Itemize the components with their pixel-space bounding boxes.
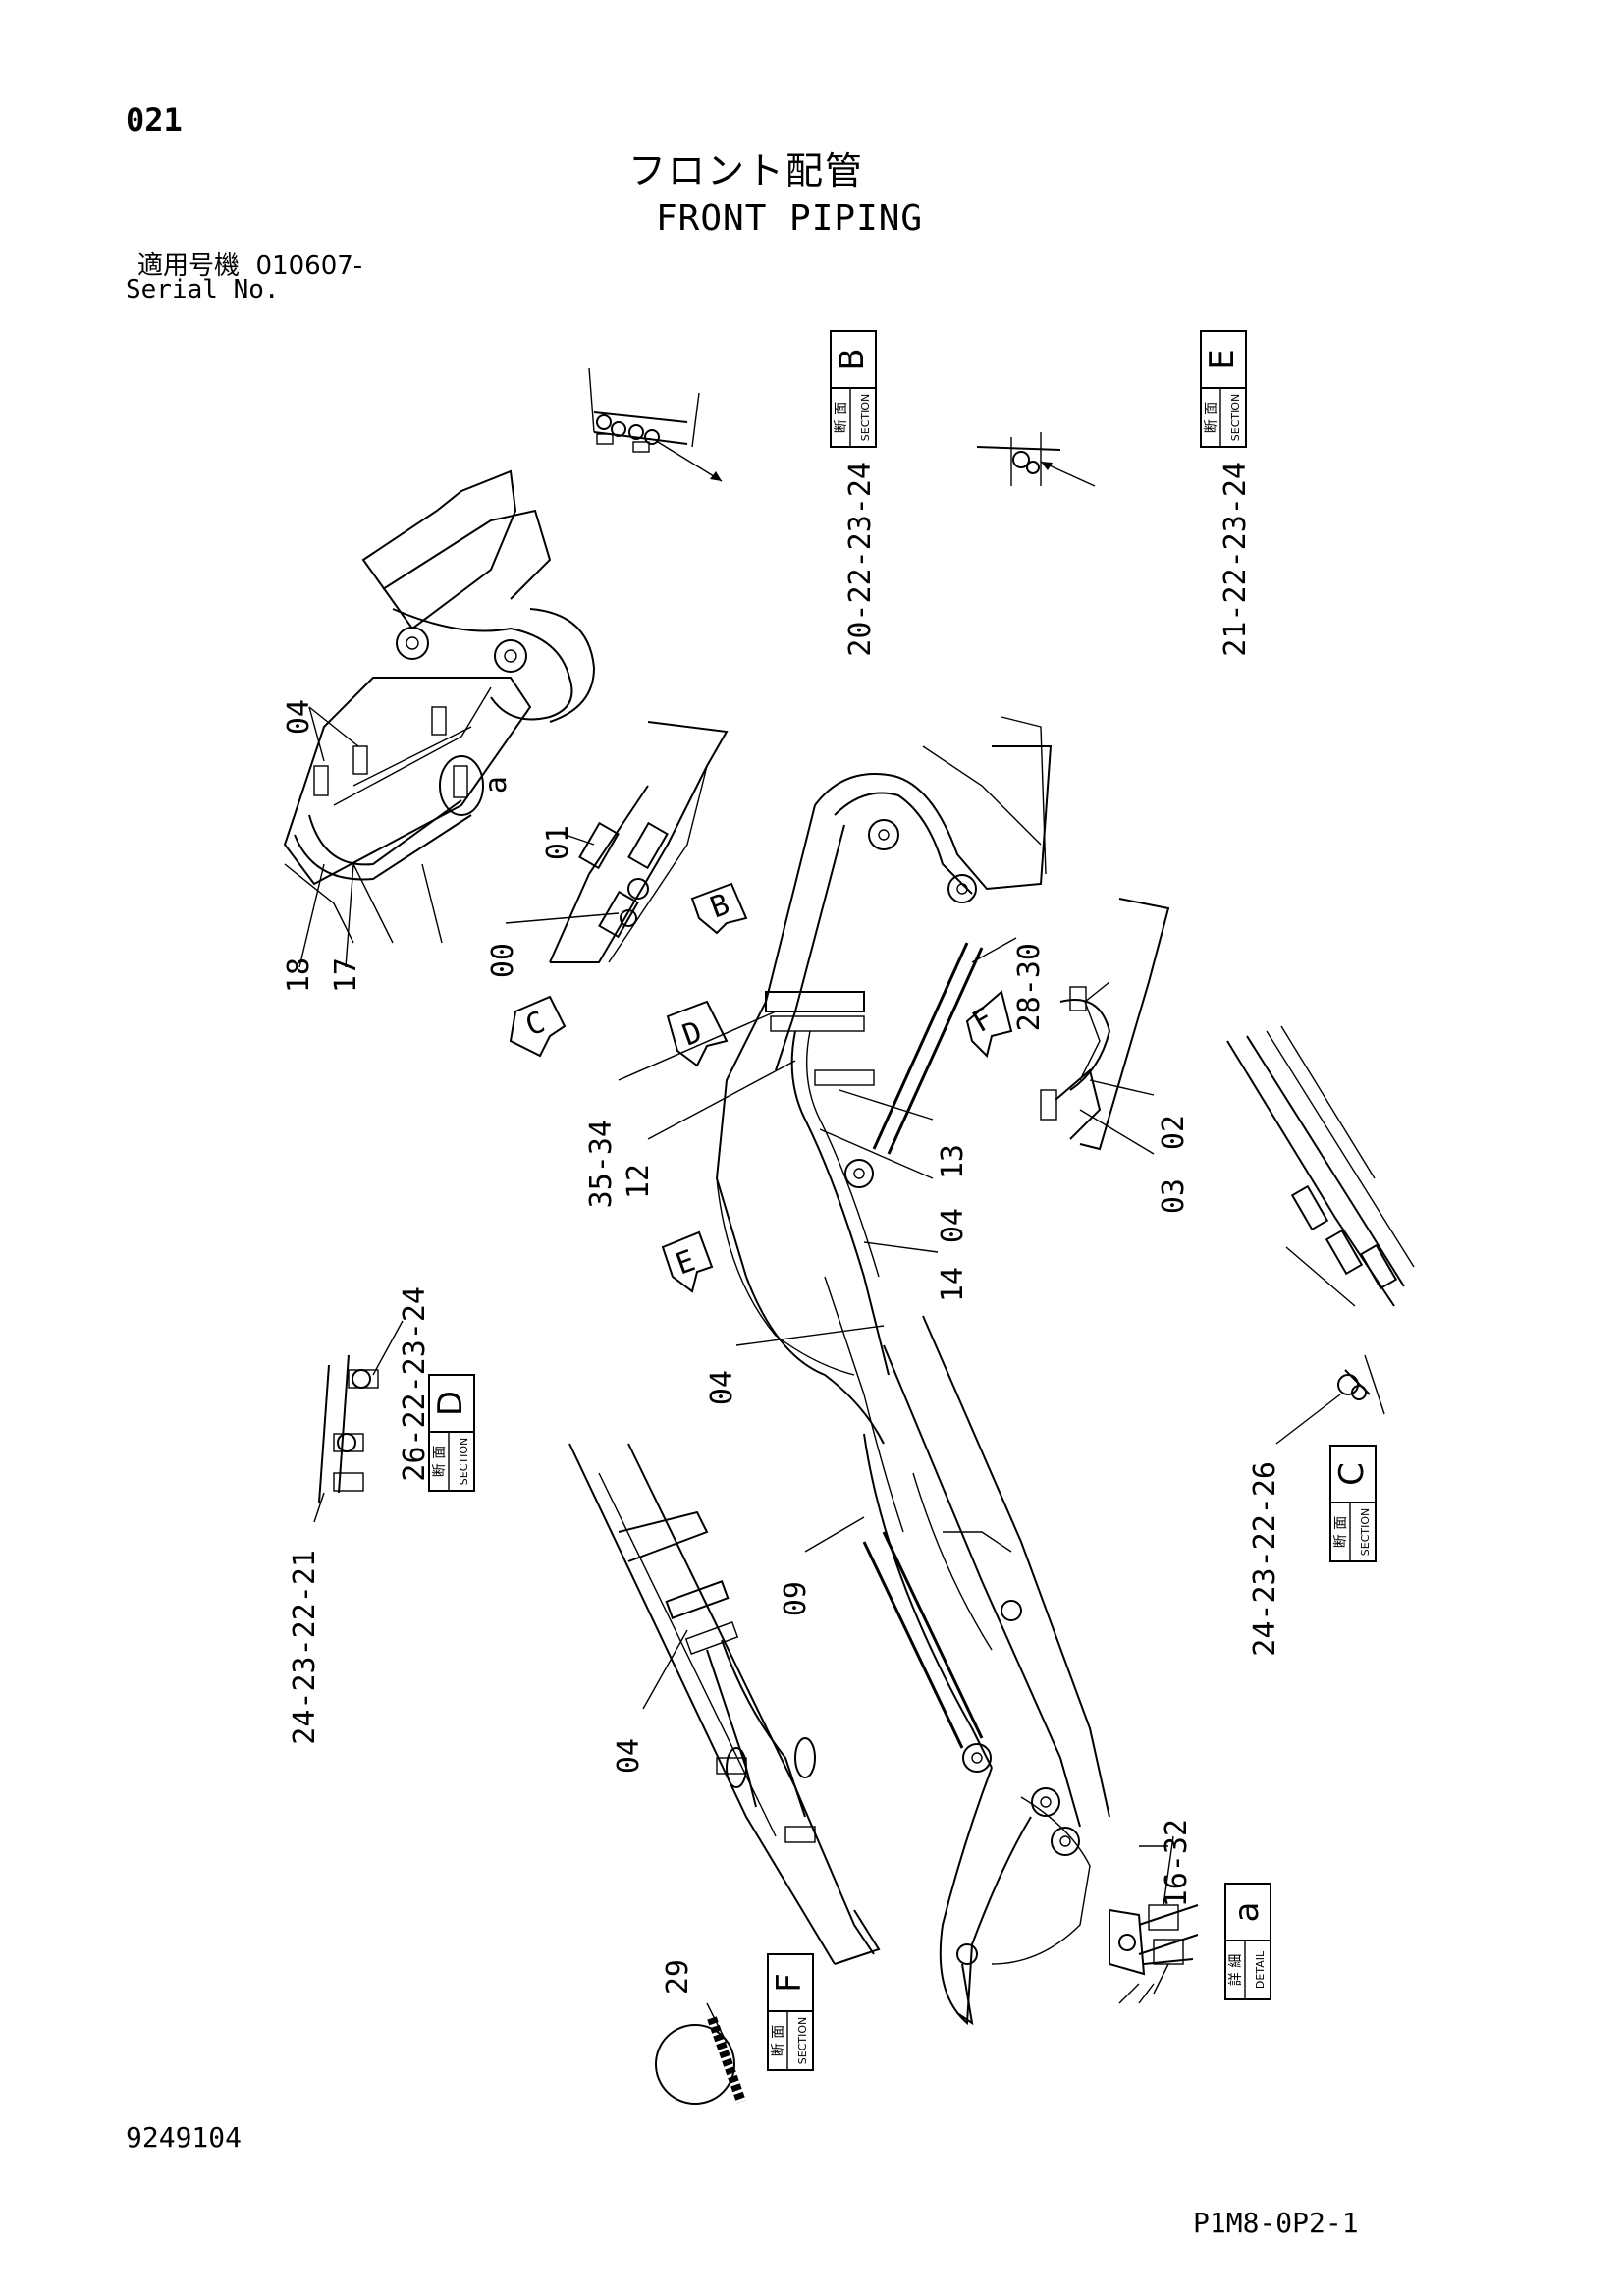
section-c-jp: 断 面 — [1333, 1516, 1349, 1548]
section-e-letter: E — [1203, 349, 1242, 369]
page-code: P1M8-0P2-1 — [1193, 2207, 1359, 2239]
detail-marker-a: a — [479, 776, 514, 793]
detail-a-en: DETAIL — [1254, 1950, 1267, 1989]
view-arrow-c — [509, 995, 567, 1058]
callout-04-mid: 04 — [936, 1208, 970, 1243]
callout-04-lower: 04 — [705, 1370, 739, 1405]
section-c-letter: C — [1332, 1462, 1372, 1486]
callout-section-b: 20-22-23-24 — [843, 462, 878, 657]
section-b-letter: B — [833, 348, 872, 370]
view-arrow-b — [690, 882, 748, 935]
callout-00: 00 — [486, 943, 520, 978]
page-number: 021 — [126, 101, 183, 138]
boom-upper-view: 04 18 17 a — [282, 469, 596, 993]
section-d-jp: 断 面 — [432, 1446, 448, 1477]
detail-a-jp: 詳 細 — [1228, 1954, 1244, 1986]
view-arrow-e-label: E — [672, 1243, 700, 1282]
callout-14: 14 — [936, 1267, 970, 1302]
section-d: D 断 面 SECTION 26-22-23-24 24-23-22-21 — [288, 1286, 475, 1745]
title-japanese: フロント配管 — [628, 149, 865, 192]
serial-label-en: Serial No. — [126, 275, 280, 304]
callout-01: 01 — [541, 825, 575, 860]
section-f: F 断 面 SECTION 29 — [655, 1953, 814, 2105]
serial-label-jp: 適用号機 — [137, 251, 241, 281]
callout-12: 12 — [622, 1164, 656, 1199]
callout-02: 02 — [1157, 1115, 1191, 1150]
view-arrow-b-label: B — [706, 887, 734, 925]
view-arrow-c-label: C — [521, 1005, 550, 1043]
callout-13: 13 — [936, 1144, 970, 1179]
section-d-en: SECTION — [458, 1438, 470, 1485]
document-number: 9249104 — [126, 2121, 243, 2154]
section-c-en: SECTION — [1359, 1508, 1372, 1556]
arm-hose-run — [1226, 1025, 1415, 1307]
callout-35-34: 35-34 — [584, 1120, 619, 1208]
detail-a-letter: a — [1227, 1902, 1267, 1923]
callout-section-c: 24-23-22-26 — [1248, 1461, 1282, 1657]
callout-04-left: 04 — [612, 1738, 646, 1774]
view-arrow-d — [666, 1000, 729, 1067]
serial-value: 010607- — [255, 251, 363, 281]
callout-section-d-top: 26-22-23-24 — [398, 1286, 432, 1482]
section-f-en: SECTION — [796, 2017, 809, 2064]
section-f-jp: 断 面 — [771, 2025, 786, 2056]
callout-09: 09 — [779, 1581, 813, 1616]
arm-top-detail: 01 00 B C — [486, 721, 748, 1058]
view-arrow-f-label: F — [967, 1002, 1000, 1040]
arm-lower-detail: 04 — [568, 1443, 881, 1965]
section-d-letter: D — [431, 1391, 470, 1416]
section-b-en: SECTION — [859, 394, 872, 441]
section-e-jp: 断 面 — [1204, 402, 1219, 433]
callout-18: 18 — [282, 957, 316, 993]
main-boom-arm: D F E 28-30 35-34 12 13 04 14 04 09 — [584, 716, 1110, 2026]
title-english: FRONT PIPING — [656, 198, 924, 239]
callout-section-e: 21-22-23-24 — [1218, 462, 1253, 657]
section-c: C 断 面 SECTION 24-23-22-26 — [1248, 1354, 1385, 1657]
callout-03: 03 — [1157, 1178, 1191, 1214]
detail-a: a 詳 細 DETAIL 16-32 — [1109, 1819, 1271, 2004]
view-arrow-e — [661, 1230, 714, 1293]
section-e: E 断 面 SECTION 21-22-23-24 — [976, 330, 1253, 657]
bracket-detail: 02 03 — [1040, 898, 1191, 1214]
callout-section-d-bottom: 24-23-22-21 — [288, 1550, 322, 1745]
callout-29: 29 — [661, 1959, 695, 1995]
section-f-letter: F — [770, 1973, 809, 1993]
section-b-jp: 断 面 — [834, 402, 849, 433]
section-b: B 断 面 SECTION 20-22-23-24 — [588, 330, 878, 657]
callout-28-30: 28-30 — [1012, 943, 1047, 1031]
section-e-en: SECTION — [1229, 394, 1242, 441]
callout-04-top: 04 — [282, 699, 316, 735]
view-arrow-f — [965, 990, 1013, 1058]
serial-applicability: 適用号機 010607- — [137, 253, 362, 279]
